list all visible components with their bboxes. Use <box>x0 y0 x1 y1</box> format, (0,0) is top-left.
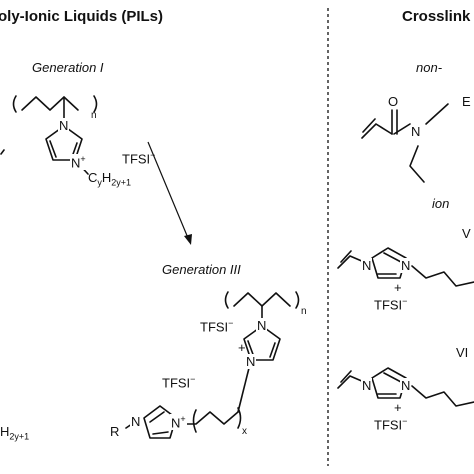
partial-alkyl-label: H2y+1 <box>0 424 30 442</box>
gen3-lower-tfsi: TFSI− <box>162 374 196 391</box>
vi-vinyl <box>337 375 365 389</box>
v-tfsi: TFSI− <box>374 296 408 313</box>
gen1-n-atom: N <box>58 118 70 133</box>
gen3-lower-ring-double-2 <box>152 431 169 435</box>
gen1-backbone <box>21 96 79 111</box>
gen3-backbone <box>233 292 291 307</box>
vi-vinyl-double <box>340 370 352 383</box>
amide-n-bond <box>393 123 411 135</box>
v-ring-double <box>383 252 402 263</box>
v-n1-atom: N <box>361 258 373 273</box>
gen1-subscript-n: n <box>91 110 97 121</box>
non-ionic-label: non- <box>416 60 443 75</box>
gen1-imidazolium-ring <box>45 125 83 161</box>
ionic-label: ion <box>432 196 450 211</box>
amide-n-atom: N <box>411 124 421 139</box>
generation-iii-label: Generation III <box>162 262 241 277</box>
generation-i-label: Generation I <box>32 60 104 75</box>
vi-ring-double <box>383 372 402 383</box>
gen-arrow-head <box>184 234 192 245</box>
carbonyl-o-atom: O <box>388 94 399 109</box>
partial-e-atom: E <box>462 94 471 109</box>
v-plus: + <box>394 280 402 295</box>
crosslinker-v-label: V <box>462 226 471 241</box>
gen3-lower-ring-double <box>149 411 165 423</box>
crosslinker-vi-label: VI <box>456 345 469 360</box>
acrylamide-vinyl-double <box>362 118 376 133</box>
gen3-r-group: R <box>110 424 120 439</box>
gen3-lower-n-plus-atom: N+ <box>170 414 187 431</box>
gen-arrow-line <box>147 141 189 239</box>
crosslinker-section-title: Crosslink <box>402 8 471 25</box>
gen1-alkyl-label: CyH2y+1 <box>88 170 132 188</box>
v-vinyl <box>337 255 365 269</box>
gen3-upper-ring-double <box>269 342 276 358</box>
n-ethyl-chain <box>409 145 425 183</box>
gen3-upper-tfsi: TFSI− <box>200 318 234 335</box>
gen1-ring-double-bond-2 <box>49 140 57 158</box>
n-chain-bond <box>425 103 449 125</box>
gen3-subscript-x: x <box>242 426 247 437</box>
vi-n1-atom: N <box>361 378 373 393</box>
gen1-n-plus-atom: N+ <box>70 154 87 171</box>
ionic-crosslinker-v-structure <box>337 247 474 287</box>
v-vinyl-double <box>340 250 352 263</box>
gen3-polymer-structure <box>125 291 300 439</box>
v-chain <box>411 265 474 287</box>
gen1-bracket-left <box>12 95 17 113</box>
gen3-subscript-n: n <box>301 306 307 317</box>
gen3-bracket-right <box>295 291 300 309</box>
vi-plus: + <box>394 400 402 415</box>
ionic-crosslinker-vi-structure <box>337 367 474 407</box>
gen3-upper-plus: + <box>238 340 246 355</box>
gen3-upper-n-atom: N <box>256 318 268 333</box>
gen3-upper-imidazolium <box>243 325 281 361</box>
gen3-bracket-left <box>224 291 229 309</box>
gen3-lower-n-atom: N <box>130 414 142 429</box>
pils-section-title: oly-Ionic Liquids (PILs) <box>0 8 163 25</box>
non-ionic-crosslinker-structure <box>361 103 449 183</box>
gen1-tfsi-anion: TFSI− <box>122 150 156 167</box>
vi-n2-atom: N <box>400 378 412 393</box>
vi-imidazolium-ring <box>371 367 407 399</box>
gen1-polymer-structure <box>0 95 192 245</box>
gen3-spacer-chain <box>177 411 239 425</box>
vi-chain <box>411 385 474 407</box>
gen1-bracket-right <box>93 95 98 113</box>
vi-tfsi: TFSI− <box>374 416 408 433</box>
gen3-spacer-bracket-left <box>192 409 197 433</box>
gen3-upper-n2-atom: N <box>245 354 257 369</box>
partial-left-mark <box>0 149 5 155</box>
v-imidazolium-ring <box>371 247 407 279</box>
acrylamide-vinyl <box>361 123 393 139</box>
v-n2-atom: N <box>400 258 412 273</box>
